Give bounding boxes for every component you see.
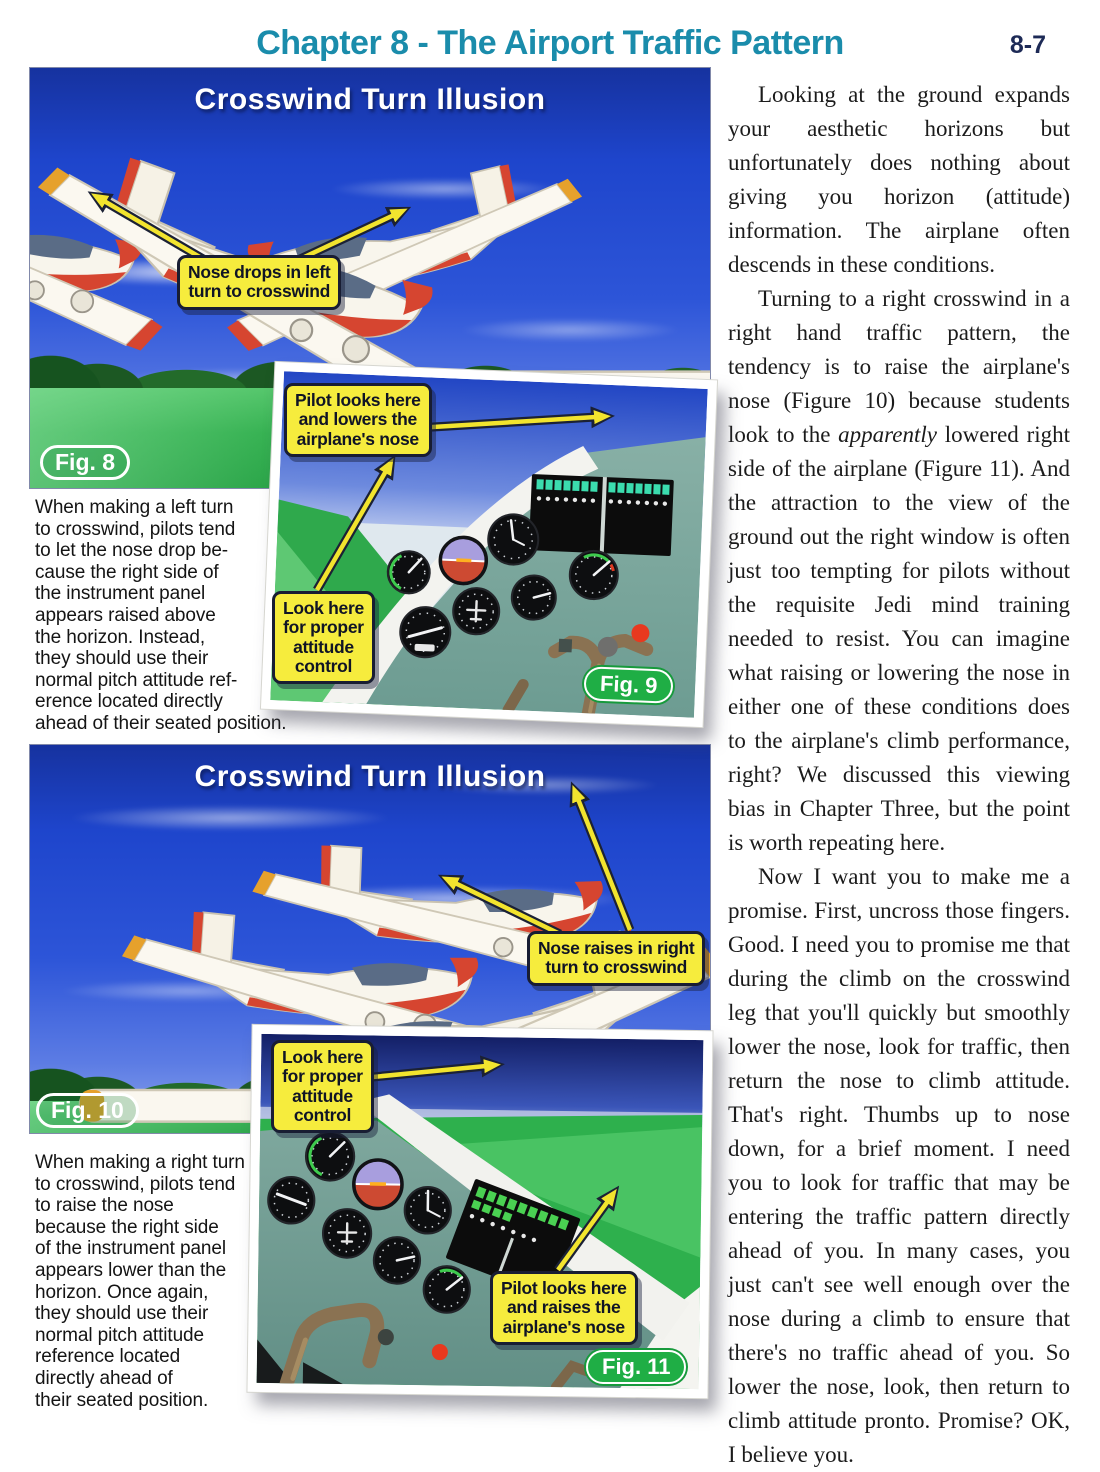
page-title: Chapter 8 - The Airport Traffic Pattern [0,24,1100,63]
body-paragraph-3: Now I want you to make me a promise. Fir… [728,860,1070,1472]
radio-stack [529,474,674,556]
body-paragraph-2-italic: apparently [838,422,937,447]
vsi-gauge [374,1237,421,1284]
figure-8-title: Crosswind Turn Illusion [195,83,546,117]
figure-10-label: Fig. 10 [36,1093,139,1128]
figure-11-label: Fig. 11 [586,1350,686,1384]
figure-9-label: Fig. 9 [583,666,674,704]
altimeter-gauge [404,1187,451,1234]
page-number: 8-7 [1010,31,1046,60]
callout-look-here-fig9: Look here for proper attitude control [272,591,375,684]
attitude-indicator-gauge [353,1160,402,1209]
body-paragraph-1: Looking at the ground expands your aesth… [728,78,1070,282]
attitude-indicator-gauge [439,536,487,584]
figure-10-title: Crosswind Turn Illusion [195,760,546,794]
clock-gauge [487,513,539,565]
figure-8-label: Fig. 8 [40,445,130,480]
turn-coordinator-gauge [268,1177,315,1224]
callout-pilot-looks-raises: Pilot looks here and raises the airplane… [490,1271,638,1345]
body-text-column: Looking at the ground expands your aesth… [728,78,1070,1472]
callout-look-here-fig11: Look here for proper attitude control [271,1040,374,1133]
vsi-gauge [511,575,557,621]
panel-switch [559,639,573,653]
callout-nose-raises: Nose raises in right turn to crosswind [527,931,705,986]
body-paragraph-2-end: lowered right side of the airplane (Figu… [728,422,1070,855]
callout-nose-drops: Nose drops in left turn to crosswind [177,255,341,310]
callout-pilot-looks-lowers: Pilot looks here and lowers the airplane… [284,383,432,457]
turn-coordinator-gauge [399,606,451,658]
body-paragraph-2: Turning to a right crosswind in a right … [728,282,1070,860]
heading-indicator-gauge [452,587,500,635]
heading-indicator-gauge [323,1209,372,1258]
